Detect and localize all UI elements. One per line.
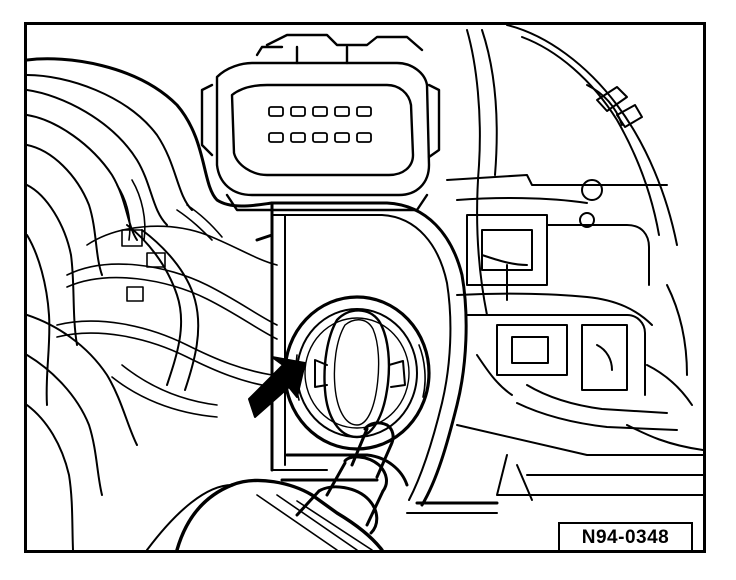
- screwdriver-tool: [146, 421, 395, 550]
- shaft-opening: [283, 295, 431, 451]
- wiring-harness: [56, 179, 278, 418]
- mounting-bracket: [255, 201, 499, 514]
- line-drawing: [27, 25, 703, 550]
- figure-reference-label: N94-0348: [558, 522, 693, 550]
- left-housing: [27, 57, 274, 550]
- illustration-frame: N94-0348: [24, 22, 706, 553]
- connector-pins: [268, 106, 372, 143]
- electrical-connector: [200, 33, 441, 212]
- right-housing: [446, 25, 703, 501]
- arrow-icon: [248, 356, 306, 418]
